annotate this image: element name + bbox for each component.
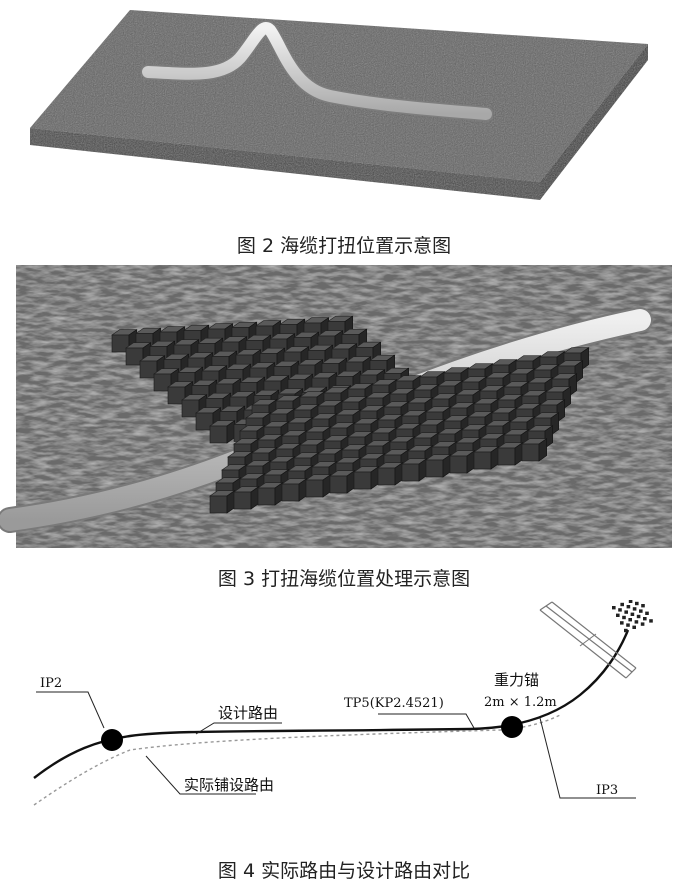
anchor-label: 重力锚 bbox=[494, 671, 539, 689]
design-route-leader bbox=[195, 722, 282, 735]
actual-route-label: 实际铺设路由 bbox=[184, 776, 274, 794]
figure-4-route-comparison-diagram: IP2 设计路由 TP5(KP2.4521) 重力锚 2m × 1.2m IP3… bbox=[33, 600, 653, 806]
gravity-anchor-left bbox=[101, 729, 123, 751]
figure-4-caption: 图 4 实际路由与设计路由对比 bbox=[217, 860, 471, 882]
ip3-label: IP3 bbox=[596, 783, 618, 798]
figure-3-caption: 图 3 打扭海缆位置处理示意图 bbox=[217, 568, 471, 590]
ip2-label: IP2 bbox=[40, 676, 62, 691]
figure-2-caption: 图 2 海缆打扭位置示意图 bbox=[236, 235, 452, 257]
anchor-size-label: 2m × 1.2m bbox=[484, 695, 557, 710]
figure-2-cable-twist-render bbox=[30, 10, 648, 200]
landing-structure-icon bbox=[539, 601, 637, 679]
ip2-leader bbox=[36, 691, 105, 729]
figure-3-block-mattress-render bbox=[0, 265, 672, 548]
ip3-leader bbox=[539, 717, 636, 799]
tp5-leader bbox=[378, 713, 475, 729]
twisted-cable bbox=[140, 20, 494, 122]
gravity-anchor-right bbox=[501, 716, 523, 738]
anchor-grid-icon bbox=[612, 600, 653, 633]
tp5-label: TP5(KP2.4521) bbox=[344, 696, 444, 711]
concrete-block-mattresses bbox=[111, 315, 590, 514]
design-route-label: 设计路由 bbox=[218, 704, 278, 722]
actual-route-leader bbox=[145, 755, 256, 795]
